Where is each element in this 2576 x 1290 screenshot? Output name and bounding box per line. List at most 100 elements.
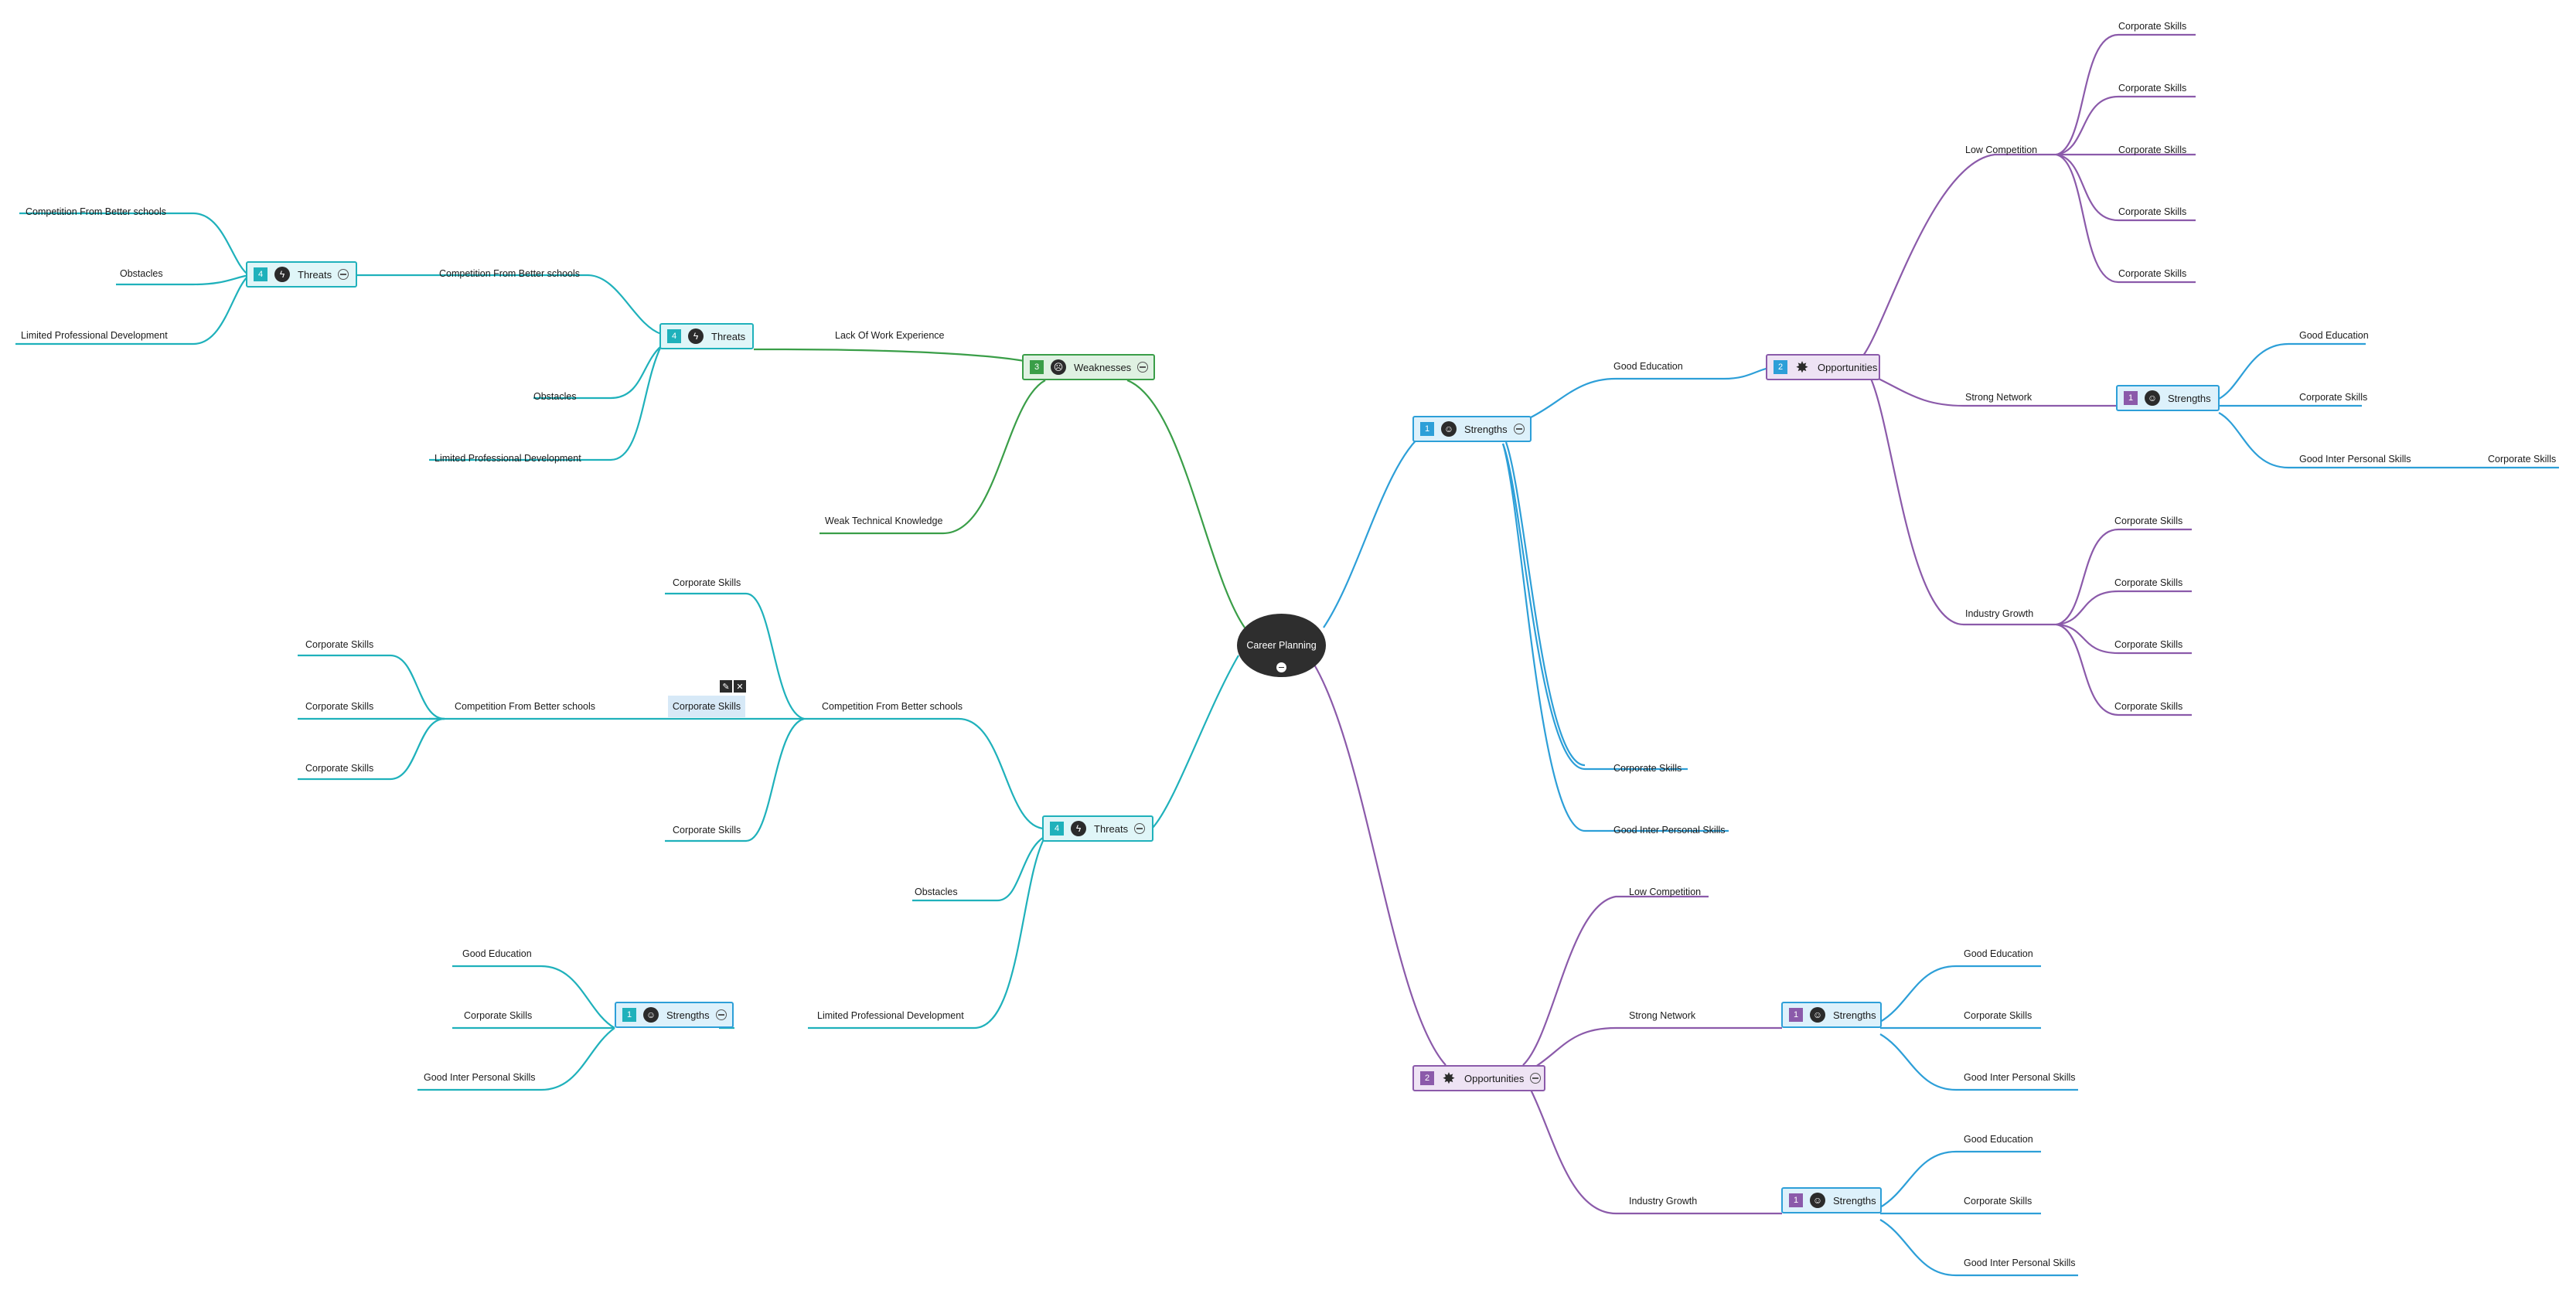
branch-label[interactable]: Good Inter Personal Skills xyxy=(424,1072,536,1083)
node-number-badge: 4 xyxy=(254,267,267,281)
branch-label[interactable]: Competition From Better schools xyxy=(822,701,963,712)
branch-label[interactable]: Good Education xyxy=(462,948,532,959)
node-label: Threats xyxy=(711,330,746,342)
branch-label[interactable]: Corporate Skills xyxy=(1613,763,1682,774)
branch-label[interactable]: Corporate Skills xyxy=(2118,268,2187,279)
bolt-icon: ϟ xyxy=(688,328,704,344)
branch-label[interactable]: Corporate Skills xyxy=(1964,1010,2033,1021)
node-label: Strengths xyxy=(666,1009,710,1021)
collapse-toggle-icon[interactable] xyxy=(1276,662,1286,672)
node-weaknesses[interactable]: 3 ☹ Weaknesses xyxy=(1022,354,1155,380)
branch-label[interactable]: Limited Professional Development xyxy=(434,453,581,464)
branch-label[interactable]: Competition From Better schools xyxy=(455,701,596,712)
node-strengths[interactable]: 1 ☺ Strengths xyxy=(615,1002,734,1028)
star-burst-icon: ✸ xyxy=(1442,1070,1456,1087)
branch-label[interactable]: Corporate Skills xyxy=(305,639,374,650)
branch-label[interactable]: Weak Technical Knowledge xyxy=(825,516,943,526)
branch-label[interactable]: Obstacles xyxy=(120,268,163,279)
branch-label[interactable]: Low Competition xyxy=(1965,145,2038,155)
node-label: Threats xyxy=(298,268,332,281)
node-number-badge: 2 xyxy=(1774,360,1787,374)
branch-label[interactable]: Corporate Skills xyxy=(673,825,741,836)
branch-label[interactable]: Strong Network xyxy=(1965,392,2033,403)
collapse-toggle-icon[interactable] xyxy=(338,269,349,280)
node-label: Strengths xyxy=(1464,423,1508,435)
node-number-badge: 4 xyxy=(667,329,681,343)
branch-label[interactable]: Industry Growth xyxy=(1965,608,2034,619)
branch-label[interactable]: Good Inter Personal Skills xyxy=(1964,1072,2076,1083)
node-opportunities[interactable]: 2 ✸ Opportunities xyxy=(1412,1065,1545,1091)
node-number-badge: 1 xyxy=(2124,391,2138,405)
branch-label[interactable]: Corporate Skills xyxy=(2118,206,2187,217)
central-topic[interactable]: Career Planning xyxy=(1237,614,1326,677)
branch-label[interactable]: Corporate Skills xyxy=(2118,21,2187,32)
branch-label[interactable]: Corporate Skills xyxy=(2488,454,2557,465)
node-number-badge: 4 xyxy=(1050,822,1064,836)
bolt-icon: ϟ xyxy=(274,267,290,282)
central-topic-label: Career Planning xyxy=(1246,640,1317,651)
branch-label[interactable]: Corporate Skills xyxy=(2114,516,2183,526)
collapse-toggle-icon[interactable] xyxy=(1137,362,1149,373)
branch-label[interactable]: Corporate Skills xyxy=(2118,83,2187,94)
node-label: Strengths xyxy=(2168,392,2211,404)
branch-label[interactable]: Good Education xyxy=(2299,330,2369,341)
branch-label[interactable]: Limited Professional Development xyxy=(817,1010,964,1021)
smile-face-icon: ☺ xyxy=(1441,421,1457,437)
branch-label[interactable]: Corporate Skills xyxy=(2118,145,2187,155)
node-label: Opportunities xyxy=(1818,361,1878,373)
node-opportunities[interactable]: 2 ✸ Opportunities xyxy=(1766,354,1880,380)
branch-label[interactable]: Good Inter Personal Skills xyxy=(2299,454,2411,465)
branch-label[interactable]: Competition From Better schools xyxy=(439,268,581,279)
collapse-toggle-icon[interactable] xyxy=(1134,823,1146,834)
branch-label[interactable]: Good Inter Personal Skills xyxy=(1613,825,1726,836)
branch-label[interactable]: Low Competition xyxy=(1629,887,1702,897)
branch-label[interactable]: Limited Professional Development xyxy=(21,330,168,341)
branch-label[interactable]: Corporate Skills xyxy=(2299,392,2368,403)
collapse-toggle-icon[interactable] xyxy=(1530,1073,1542,1084)
branch-label[interactable]: Good Education xyxy=(1964,948,2033,959)
sad-face-icon: ☹ xyxy=(1051,359,1066,375)
branch-label[interactable]: Good Education xyxy=(1964,1134,2033,1145)
branch-label[interactable]: Good Inter Personal Skills xyxy=(1964,1258,2076,1268)
node-number-badge: 1 xyxy=(622,1008,636,1022)
node-threats[interactable]: 4 ϟ Threats xyxy=(246,261,357,288)
branch-label[interactable]: Corporate Skills xyxy=(464,1010,533,1021)
branch-label[interactable]: Corporate Skills xyxy=(2114,639,2183,650)
branch-label[interactable]: Corporate Skills xyxy=(305,763,374,774)
branch-label[interactable]: Competition From Better schools xyxy=(26,206,167,217)
selected-topic[interactable]: Corporate Skills xyxy=(668,696,745,717)
branch-label[interactable]: Strong Network xyxy=(1629,1010,1696,1021)
collapse-toggle-icon[interactable] xyxy=(715,1009,727,1020)
node-strengths[interactable]: 1 ☺ Strengths xyxy=(1781,1002,1882,1028)
branch-label[interactable]: Obstacles xyxy=(915,887,958,897)
node-strengths[interactable]: 1 ☺ Strengths xyxy=(1412,416,1532,442)
branch-label[interactable]: Obstacles xyxy=(533,391,577,402)
node-strengths[interactable]: 1 ☺ Strengths xyxy=(2116,385,2220,411)
node-label: Threats xyxy=(1094,822,1129,835)
branch-label[interactable]: Corporate Skills xyxy=(673,577,741,588)
edit-icon[interactable]: ✎ xyxy=(720,680,732,693)
branch-label[interactable]: Corporate Skills xyxy=(2114,701,2183,712)
collapse-toggle-icon[interactable] xyxy=(1513,424,1525,434)
smile-face-icon: ☺ xyxy=(1810,1193,1825,1208)
node-threats[interactable]: 4 ϟ Threats xyxy=(659,323,754,349)
node-threats[interactable]: 4 ϟ Threats xyxy=(1042,815,1153,842)
node-number-badge: 1 xyxy=(1789,1193,1803,1207)
branch-label[interactable]: Good Education xyxy=(1613,361,1683,372)
branch-label[interactable]: Corporate Skills xyxy=(1964,1196,2033,1207)
close-icon[interactable]: ✕ xyxy=(734,680,746,693)
branch-label[interactable]: Lack Of Work Experience xyxy=(835,330,945,341)
branch-label[interactable]: Industry Growth xyxy=(1629,1196,1698,1207)
branch-label[interactable]: Corporate Skills xyxy=(2114,577,2183,588)
smile-face-icon: ☺ xyxy=(2145,390,2160,406)
branch-label: Corporate Skills xyxy=(672,701,741,712)
node-number-badge: 1 xyxy=(1420,422,1434,436)
node-label: Opportunities xyxy=(1464,1072,1525,1084)
branch-label[interactable]: Corporate Skills xyxy=(305,701,374,712)
smile-face-icon: ☺ xyxy=(643,1007,659,1023)
node-number-badge: 3 xyxy=(1030,360,1044,374)
node-strengths[interactable]: 1 ☺ Strengths xyxy=(1781,1187,1882,1213)
smile-face-icon: ☺ xyxy=(1810,1007,1825,1023)
